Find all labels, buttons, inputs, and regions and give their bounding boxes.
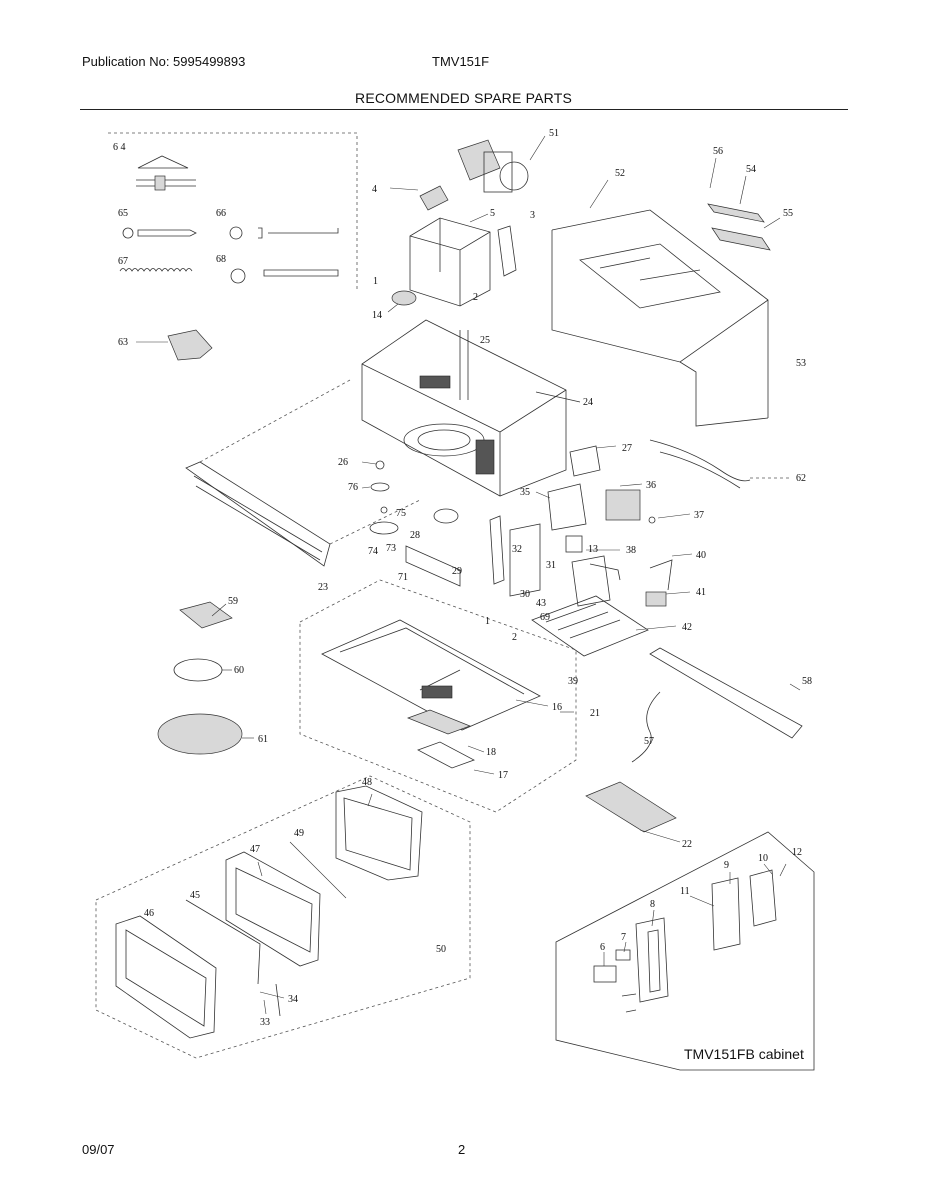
callout-25: 25 <box>480 335 490 346</box>
part-63-pad <box>167 329 213 361</box>
callout-8: 8 <box>650 899 655 910</box>
header-divider <box>80 109 848 110</box>
callout-45: 45 <box>190 890 200 901</box>
callout-74: 74 <box>368 546 378 557</box>
callout-60: 60 <box>234 665 244 676</box>
callout-11: 11 <box>680 886 690 897</box>
callout-10: 10 <box>758 853 768 864</box>
callout-75: 75 <box>396 508 406 519</box>
callout-50: 50 <box>436 944 446 955</box>
control-parts <box>489 439 790 657</box>
callout-16: 16 <box>552 702 562 713</box>
callout-13: 13 <box>588 544 598 555</box>
callout-35: 35 <box>520 487 530 498</box>
callout-43: 43 <box>536 598 546 609</box>
callout-23: 23 <box>318 582 328 593</box>
callout-47: 47 <box>250 844 260 855</box>
part-23-grille <box>185 461 331 567</box>
callout-41: 41 <box>696 587 706 598</box>
callout-58: 58 <box>802 676 812 687</box>
part-22-filter <box>585 781 677 833</box>
callout-37: 37 <box>694 510 704 521</box>
callout-18: 18 <box>486 747 496 758</box>
part-61-tray <box>157 713 243 755</box>
publication-number: Publication No: 5995499893 <box>82 54 246 69</box>
callout-64: 6 4 <box>113 142 126 153</box>
callout-4: 4 <box>372 184 377 195</box>
callout-67: 67 <box>118 256 128 267</box>
callout-48: 48 <box>362 777 372 788</box>
callout-65: 65 <box>118 208 128 219</box>
callout-69: 69 <box>540 612 550 623</box>
callout-57: 57 <box>644 736 654 747</box>
callout-9: 9 <box>724 860 729 871</box>
callout-53: 53 <box>796 358 806 369</box>
hardware-inset <box>108 132 358 290</box>
callout-36: 36 <box>646 480 656 491</box>
part-59-filter <box>179 601 233 629</box>
callout-24: 24 <box>583 397 593 408</box>
callout-61: 61 <box>258 734 268 745</box>
cabinet-inset <box>555 831 815 1071</box>
callout-1a: 1 <box>373 276 378 287</box>
callout-21: 21 <box>590 708 600 719</box>
footer-date: 09/07 <box>82 1142 115 1157</box>
part-57-harness <box>631 691 661 763</box>
callout-28: 28 <box>410 530 420 541</box>
callout-76: 76 <box>348 482 358 493</box>
callout-17: 17 <box>498 770 508 781</box>
callout-2b: 2 <box>512 632 517 643</box>
callout-46: 46 <box>144 908 154 919</box>
callout-7: 7 <box>621 932 626 943</box>
callout-29: 29 <box>452 566 462 577</box>
callout-14: 14 <box>372 310 382 321</box>
turntable-drive-parts <box>369 460 461 587</box>
callout-59: 59 <box>228 596 238 607</box>
leader-lines <box>211 157 801 1015</box>
door-assembly <box>95 775 471 1059</box>
callout-34: 34 <box>288 994 298 1005</box>
callout-62: 62 <box>796 473 806 484</box>
callout-12: 12 <box>792 847 802 858</box>
callout-30: 30 <box>520 589 530 600</box>
callout-66: 66 <box>216 208 226 219</box>
callout-labels: 6 4 65 66 67 68 63 51 52 4 5 3 1 2 14 56… <box>113 128 812 1028</box>
callout-26: 26 <box>338 457 348 468</box>
callout-39: 39 <box>568 676 578 687</box>
model-number: TMV151F <box>432 54 490 69</box>
callout-31: 31 <box>546 560 556 571</box>
callout-1b: 1 <box>485 616 490 627</box>
callout-51: 51 <box>549 128 559 139</box>
callout-5: 5 <box>490 208 495 219</box>
part-21-base <box>299 579 577 813</box>
callout-22: 22 <box>682 839 692 850</box>
page-title: RECOMMENDED SPARE PARTS <box>355 90 572 106</box>
callout-32: 32 <box>512 544 522 555</box>
callout-40: 40 <box>696 550 706 561</box>
callout-52: 52 <box>615 168 625 179</box>
main-chassis <box>361 319 601 497</box>
callout-54: 54 <box>746 164 756 175</box>
callout-68: 68 <box>216 254 226 265</box>
callout-73: 73 <box>386 543 396 554</box>
outer-case <box>551 203 771 427</box>
callout-42: 42 <box>682 622 692 633</box>
part-60-ring <box>173 658 223 682</box>
callout-56: 56 <box>713 146 723 157</box>
callout-63: 63 <box>118 337 128 348</box>
callout-71: 71 <box>398 572 408 583</box>
page-number: 2 <box>458 1142 466 1157</box>
part-58-rail <box>649 647 803 739</box>
blower-assembly <box>387 135 546 313</box>
callout-38: 38 <box>626 545 636 556</box>
cabinet-caption: TMV151FB cabinet <box>684 1046 804 1062</box>
callout-6: 6 <box>600 942 605 953</box>
callout-33: 33 <box>260 1017 270 1028</box>
callout-55: 55 <box>783 208 793 219</box>
callout-3: 3 <box>530 210 535 221</box>
callout-2a: 2 <box>473 292 478 303</box>
callout-49: 49 <box>294 828 304 839</box>
callout-27: 27 <box>622 443 632 454</box>
